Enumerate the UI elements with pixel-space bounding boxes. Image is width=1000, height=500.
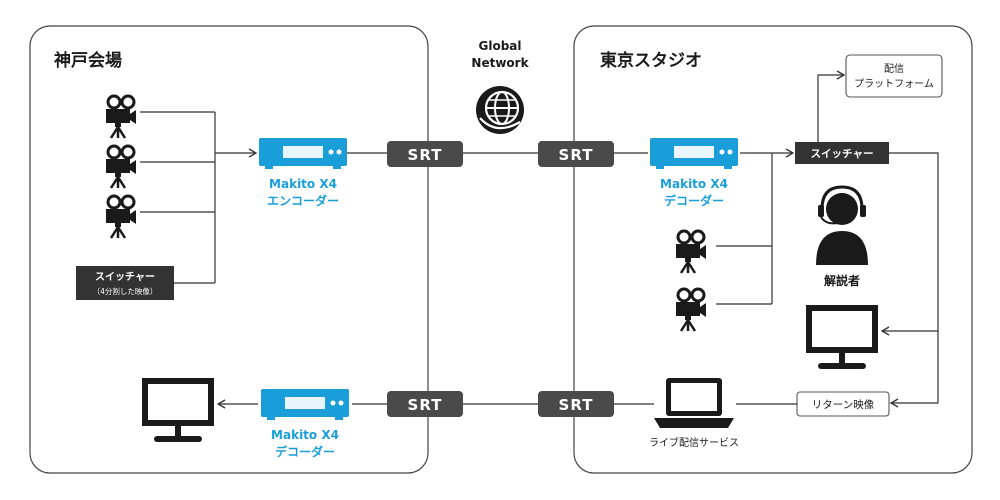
platform-label-line2: プラットフォーム — [854, 78, 934, 90]
kobe-switcher-label: スイッチャー — [95, 271, 155, 283]
camera-icon — [674, 229, 708, 275]
camera-icon — [104, 144, 138, 190]
kobe-frame — [29, 25, 429, 474]
camera-icon — [104, 94, 138, 140]
kobe-camera-connectors — [140, 111, 258, 284]
tokyo-title: 東京スタジオ — [600, 50, 702, 71]
live-service-label: ライブ配信サービス — [649, 436, 739, 449]
return-video-label: リターン映像 — [812, 399, 875, 411]
srt-label: SRT — [408, 396, 443, 414]
network-label-line2: Network — [471, 56, 529, 70]
decoder-label-line2: デコーダー — [664, 193, 724, 208]
decoder-label-line1: Makito X4 — [660, 177, 728, 191]
camera-icon — [104, 194, 138, 240]
network-label-line1: Global — [478, 39, 521, 53]
platform-box — [845, 54, 943, 98]
monitor-icon — [806, 305, 878, 369]
srt-badge — [538, 141, 614, 167]
platform-label-line1: 配信 — [884, 63, 904, 75]
encoder-label-line1: Makito X4 — [269, 177, 337, 191]
camera-icon — [674, 287, 708, 333]
srt-badge — [387, 141, 463, 167]
tokyo-connectors — [716, 70, 939, 408]
srt-badge — [387, 391, 463, 417]
decoder-device — [261, 389, 349, 420]
kobe-switcher-sublabel: （4分割した映像） — [93, 286, 158, 296]
decoder-device — [650, 138, 738, 169]
srt-label: SRT — [408, 146, 443, 164]
tokyo-frame — [573, 25, 973, 474]
encoder-device — [259, 138, 347, 169]
commentator-label: 解説者 — [824, 273, 860, 288]
srt-badge — [538, 391, 614, 417]
globe-icon — [476, 86, 524, 134]
decoder-label-line1: Makito X4 — [271, 428, 339, 442]
encoder-label-line2: エンコーダー — [267, 193, 339, 208]
kobe-switcher-box — [76, 266, 174, 300]
srt-label: SRT — [559, 396, 594, 414]
srt-label: SRT — [559, 146, 594, 164]
kobe-title: 神戸会場 — [54, 50, 122, 71]
monitor-icon — [142, 378, 214, 442]
commentator-icon — [816, 185, 868, 265]
tokyo-switcher-label: スイッチャー — [811, 148, 874, 160]
tokyo-switcher-box — [795, 142, 889, 164]
decoder-label-line2: デコーダー — [275, 444, 335, 459]
laptop-icon — [654, 378, 734, 428]
